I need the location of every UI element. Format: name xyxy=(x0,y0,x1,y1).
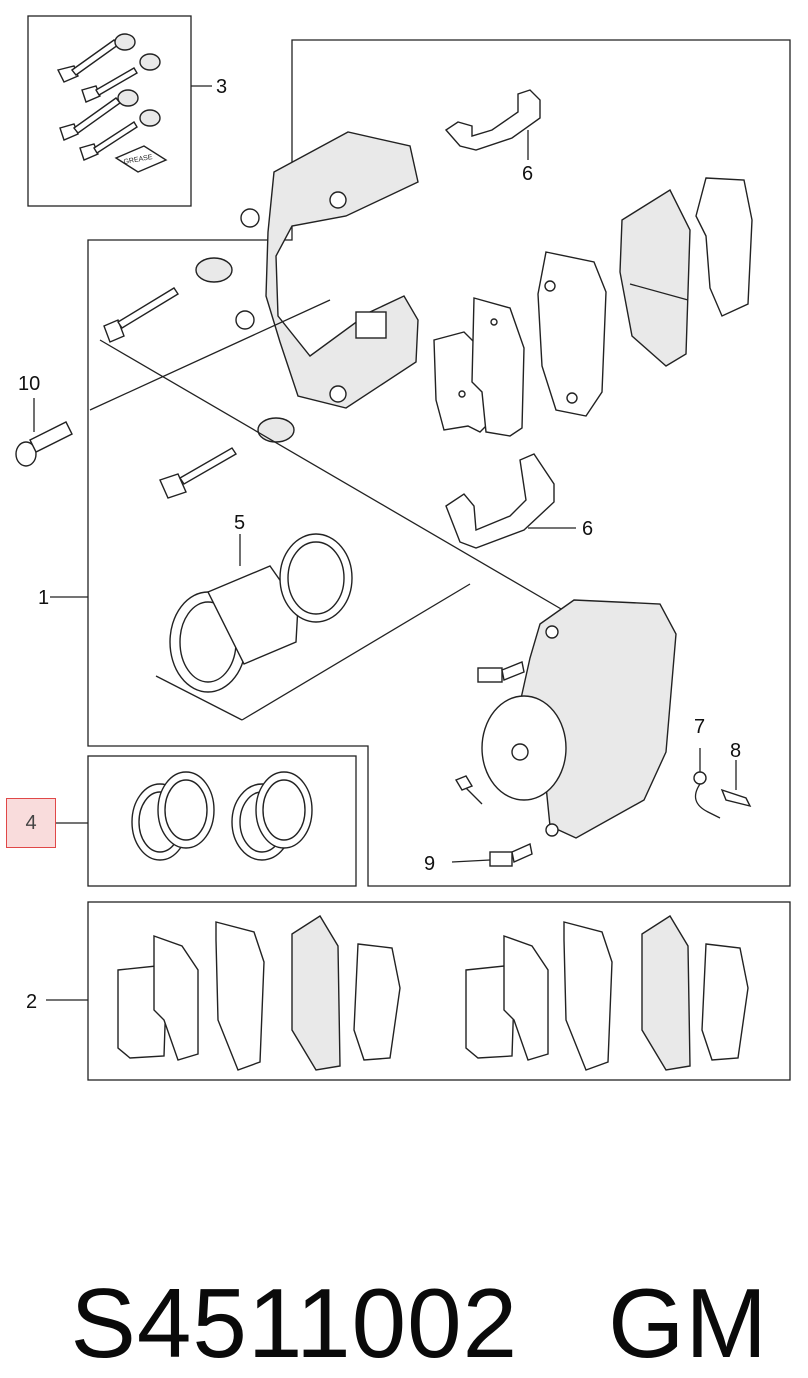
piston-icon xyxy=(169,533,353,693)
pad-kit-box xyxy=(87,901,791,1081)
brake-pad-icon xyxy=(619,188,691,367)
callout-2: 2 xyxy=(26,991,37,1013)
bleeder-screw-icon xyxy=(720,788,752,808)
hose-fitting-icon xyxy=(454,775,483,805)
exploded-diagram: GREASE 3 1 6 xyxy=(15,15,791,1081)
guide-pin-icon xyxy=(159,417,295,499)
guide-pin-icon xyxy=(56,33,136,83)
brake-shim-icon xyxy=(471,297,525,437)
grease-packet-icon: GREASE xyxy=(114,145,168,173)
guide-pin-icon xyxy=(79,109,161,161)
pad-clip-icon xyxy=(444,89,541,151)
part-number: S4511002 xyxy=(70,1268,519,1378)
seal-kit-box xyxy=(87,755,357,887)
caliper-bolt-icon xyxy=(477,661,525,683)
dust-cap-icon xyxy=(693,771,721,819)
guide-pin-icon xyxy=(59,89,139,141)
pad-set-right xyxy=(465,915,749,1071)
brake-pad-icon xyxy=(537,251,607,417)
callout-6-bottom: 6 xyxy=(582,518,593,540)
caliper-bolt-icon xyxy=(489,843,533,867)
seal-kit-group xyxy=(56,755,357,887)
callout-10: 10 xyxy=(18,373,40,395)
callout-6-top: 6 xyxy=(522,163,533,185)
guide-pin-icon xyxy=(81,53,161,103)
bolt-10-group: 10 xyxy=(15,373,73,467)
pad-clip-icon xyxy=(445,453,555,549)
highlighted-callout-4[interactable]: 4 xyxy=(6,798,56,848)
callout-3: 3 xyxy=(216,76,227,98)
callout-5: 5 xyxy=(234,512,245,534)
seal-ring-icon xyxy=(131,771,215,861)
seal-ring-icon xyxy=(231,771,313,861)
bolt-icon xyxy=(15,421,73,467)
guide-pin-kit-group: GREASE 3 xyxy=(27,15,227,207)
guide-pin-icon xyxy=(103,257,233,343)
brand-name: GM xyxy=(608,1268,768,1378)
guide-pin-kit-box xyxy=(27,15,192,207)
caliper-assembly-box xyxy=(87,39,791,887)
caliper-assembly-group: 1 6 xyxy=(38,39,791,887)
callout-8: 8 xyxy=(730,740,741,762)
caliper-housing-icon xyxy=(481,599,677,839)
brake-shim-icon xyxy=(695,177,753,317)
caliper-bracket-icon xyxy=(235,131,419,409)
part-footer: S4511002 GM xyxy=(14,1158,794,1378)
callout-9: 9 xyxy=(424,853,435,875)
pad-set-left xyxy=(117,915,401,1071)
callout-7: 7 xyxy=(694,716,705,738)
callout-1: 1 xyxy=(38,587,49,609)
pad-kit-group: 2 xyxy=(26,901,791,1081)
